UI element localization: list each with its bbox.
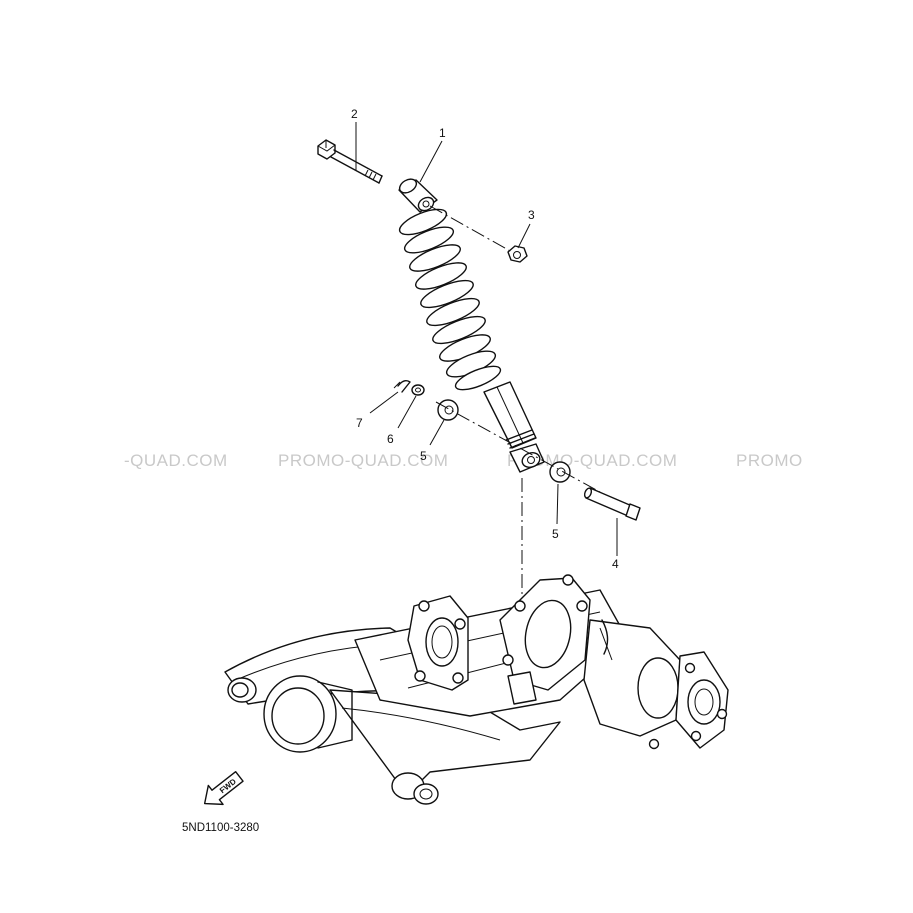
bushing-part-5-right [549, 461, 571, 483]
nut-part-3 [507, 245, 528, 263]
label-part-1: 1 [439, 126, 446, 140]
label-part-7: 7 [356, 416, 363, 430]
part-labels: 2 1 3 7 6 5 5 4 [351, 107, 619, 571]
bolt-part-2 [317, 139, 383, 184]
forward-direction-arrow: FWD [203, 771, 244, 806]
washer-part-6 [411, 384, 425, 396]
label-part-3: 3 [528, 208, 535, 222]
watermark-1: -QUAD.COM [124, 451, 228, 470]
watermark-3: PROMO-QUAD.COM [507, 451, 677, 470]
leader-lines [355, 122, 618, 556]
bushing-part-5-left [437, 399, 459, 421]
label-part-5a: 5 [420, 449, 427, 463]
diagram-code: 5ND1100-3280 [182, 822, 259, 834]
lower-mount-centerline [435, 401, 601, 493]
swingarm-assembly [224, 574, 729, 805]
shock-absorber-part-1 [398, 178, 545, 473]
label-part-2: 2 [351, 107, 358, 121]
cotter-pin-part-7 [393, 379, 411, 393]
spring-coils [398, 208, 502, 391]
pin-part-4 [583, 487, 641, 521]
label-part-6: 6 [387, 432, 394, 446]
top-mount-centerline [429, 205, 513, 253]
label-part-5b: 5 [552, 527, 559, 541]
watermark-4: PROMO [736, 451, 803, 470]
watermark-2: PROMO-QUAD.COM [278, 451, 448, 470]
watermark-row: -QUAD.COM PROMO-QUAD.COM PROMO-QUAD.COM … [124, 451, 803, 470]
label-part-4: 4 [612, 557, 619, 571]
